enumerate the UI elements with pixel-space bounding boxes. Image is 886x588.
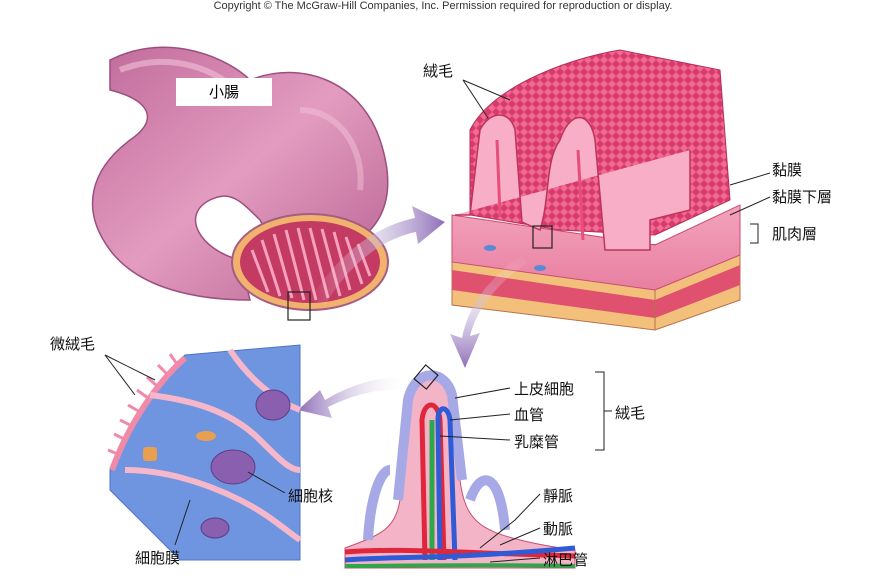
small-intestine-label-box: 小腸 [176, 78, 272, 106]
submucosa-label: 黏膜下層 [772, 188, 833, 206]
muscle-layer-label: 肌肉層 [772, 225, 818, 243]
artery-label: 動脈 [543, 520, 574, 538]
arrow-to-mucosa [310, 206, 445, 305]
cell-detail [107, 344, 302, 561]
copyright-notice: Copyright © The McGraw-Hill Companies, I… [213, 0, 673, 12]
zoom-box-2 [532, 225, 553, 249]
arrow-to-villus [450, 255, 528, 368]
vein-label: 靜脈 [543, 487, 574, 505]
mucosa-label: 黏膜 [772, 161, 803, 179]
epithelial-cell-label: 上皮細胞 [514, 380, 575, 398]
zoom-box-3 [413, 364, 439, 390]
lacteal-label: 乳糜管 [514, 433, 560, 451]
nucleus-label: 細胞核 [288, 487, 334, 505]
cell-membrane-label: 細胞膜 [135, 549, 181, 567]
lymph-vessel-label: 淋巴管 [543, 551, 589, 569]
small-intestine-label: 小腸 [208, 83, 239, 101]
villi-label-top: 絨毛 [423, 62, 454, 80]
villus-label: 絨毛 [615, 404, 646, 422]
microvilli-label: 微絨毛 [50, 335, 96, 353]
arrow-to-cells [298, 377, 410, 418]
villus-section [344, 364, 576, 569]
blood-vessel-label: 血管 [514, 406, 545, 424]
zoom-box-1 [287, 291, 311, 321]
